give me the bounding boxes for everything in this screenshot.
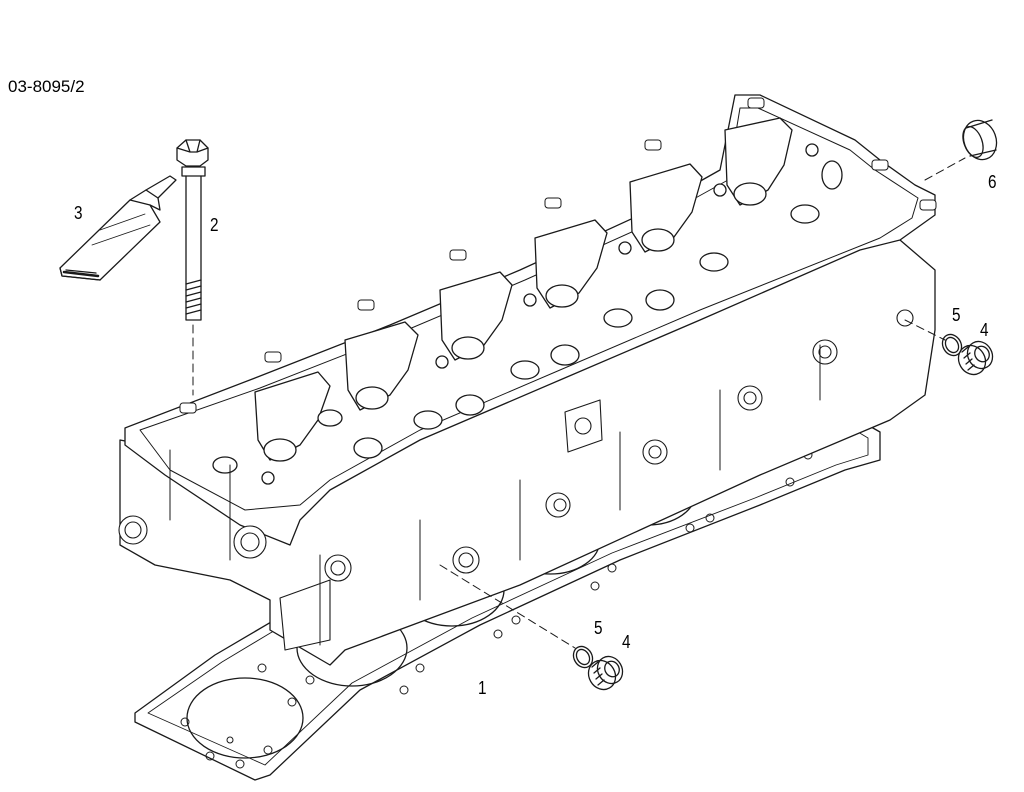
callout-ring-rear: 5 — [952, 305, 961, 325]
rocker-arm-group-3 — [439, 271, 540, 416]
head-bolt — [176, 139, 209, 396]
rocker-arm-group-6 — [724, 117, 843, 224]
callout-cap: 6 — [988, 172, 997, 192]
drawing-code: 03-8095/2 — [8, 77, 85, 96]
rocker-arm-group-5 — [629, 163, 729, 311]
screw-plug-rear — [957, 340, 994, 376]
callout-bolt: 2 — [210, 215, 219, 235]
sealant-tube — [59, 175, 177, 281]
callout-plug-front: 4 — [622, 632, 631, 652]
callout-plug-rear: 4 — [980, 320, 989, 340]
rocker-arm-group-2 — [344, 321, 449, 459]
cap-plug — [924, 119, 998, 181]
screw-plug-front — [587, 655, 624, 691]
rocker-arm-group-4 — [534, 219, 633, 366]
leader-rear — [904, 319, 946, 341]
gasket-bore-1 — [186, 677, 304, 759]
callout-sealant-tube: 3 — [74, 203, 83, 223]
cylinder-head — [118, 94, 937, 666]
sealing-ring-rear — [941, 333, 963, 357]
leader-front — [439, 564, 576, 649]
rocker-arm-group-1 — [212, 371, 343, 485]
callout-ring-front: 5 — [594, 618, 603, 638]
sealing-ring-front — [572, 645, 594, 669]
callout-gasket: 1 — [478, 678, 487, 698]
